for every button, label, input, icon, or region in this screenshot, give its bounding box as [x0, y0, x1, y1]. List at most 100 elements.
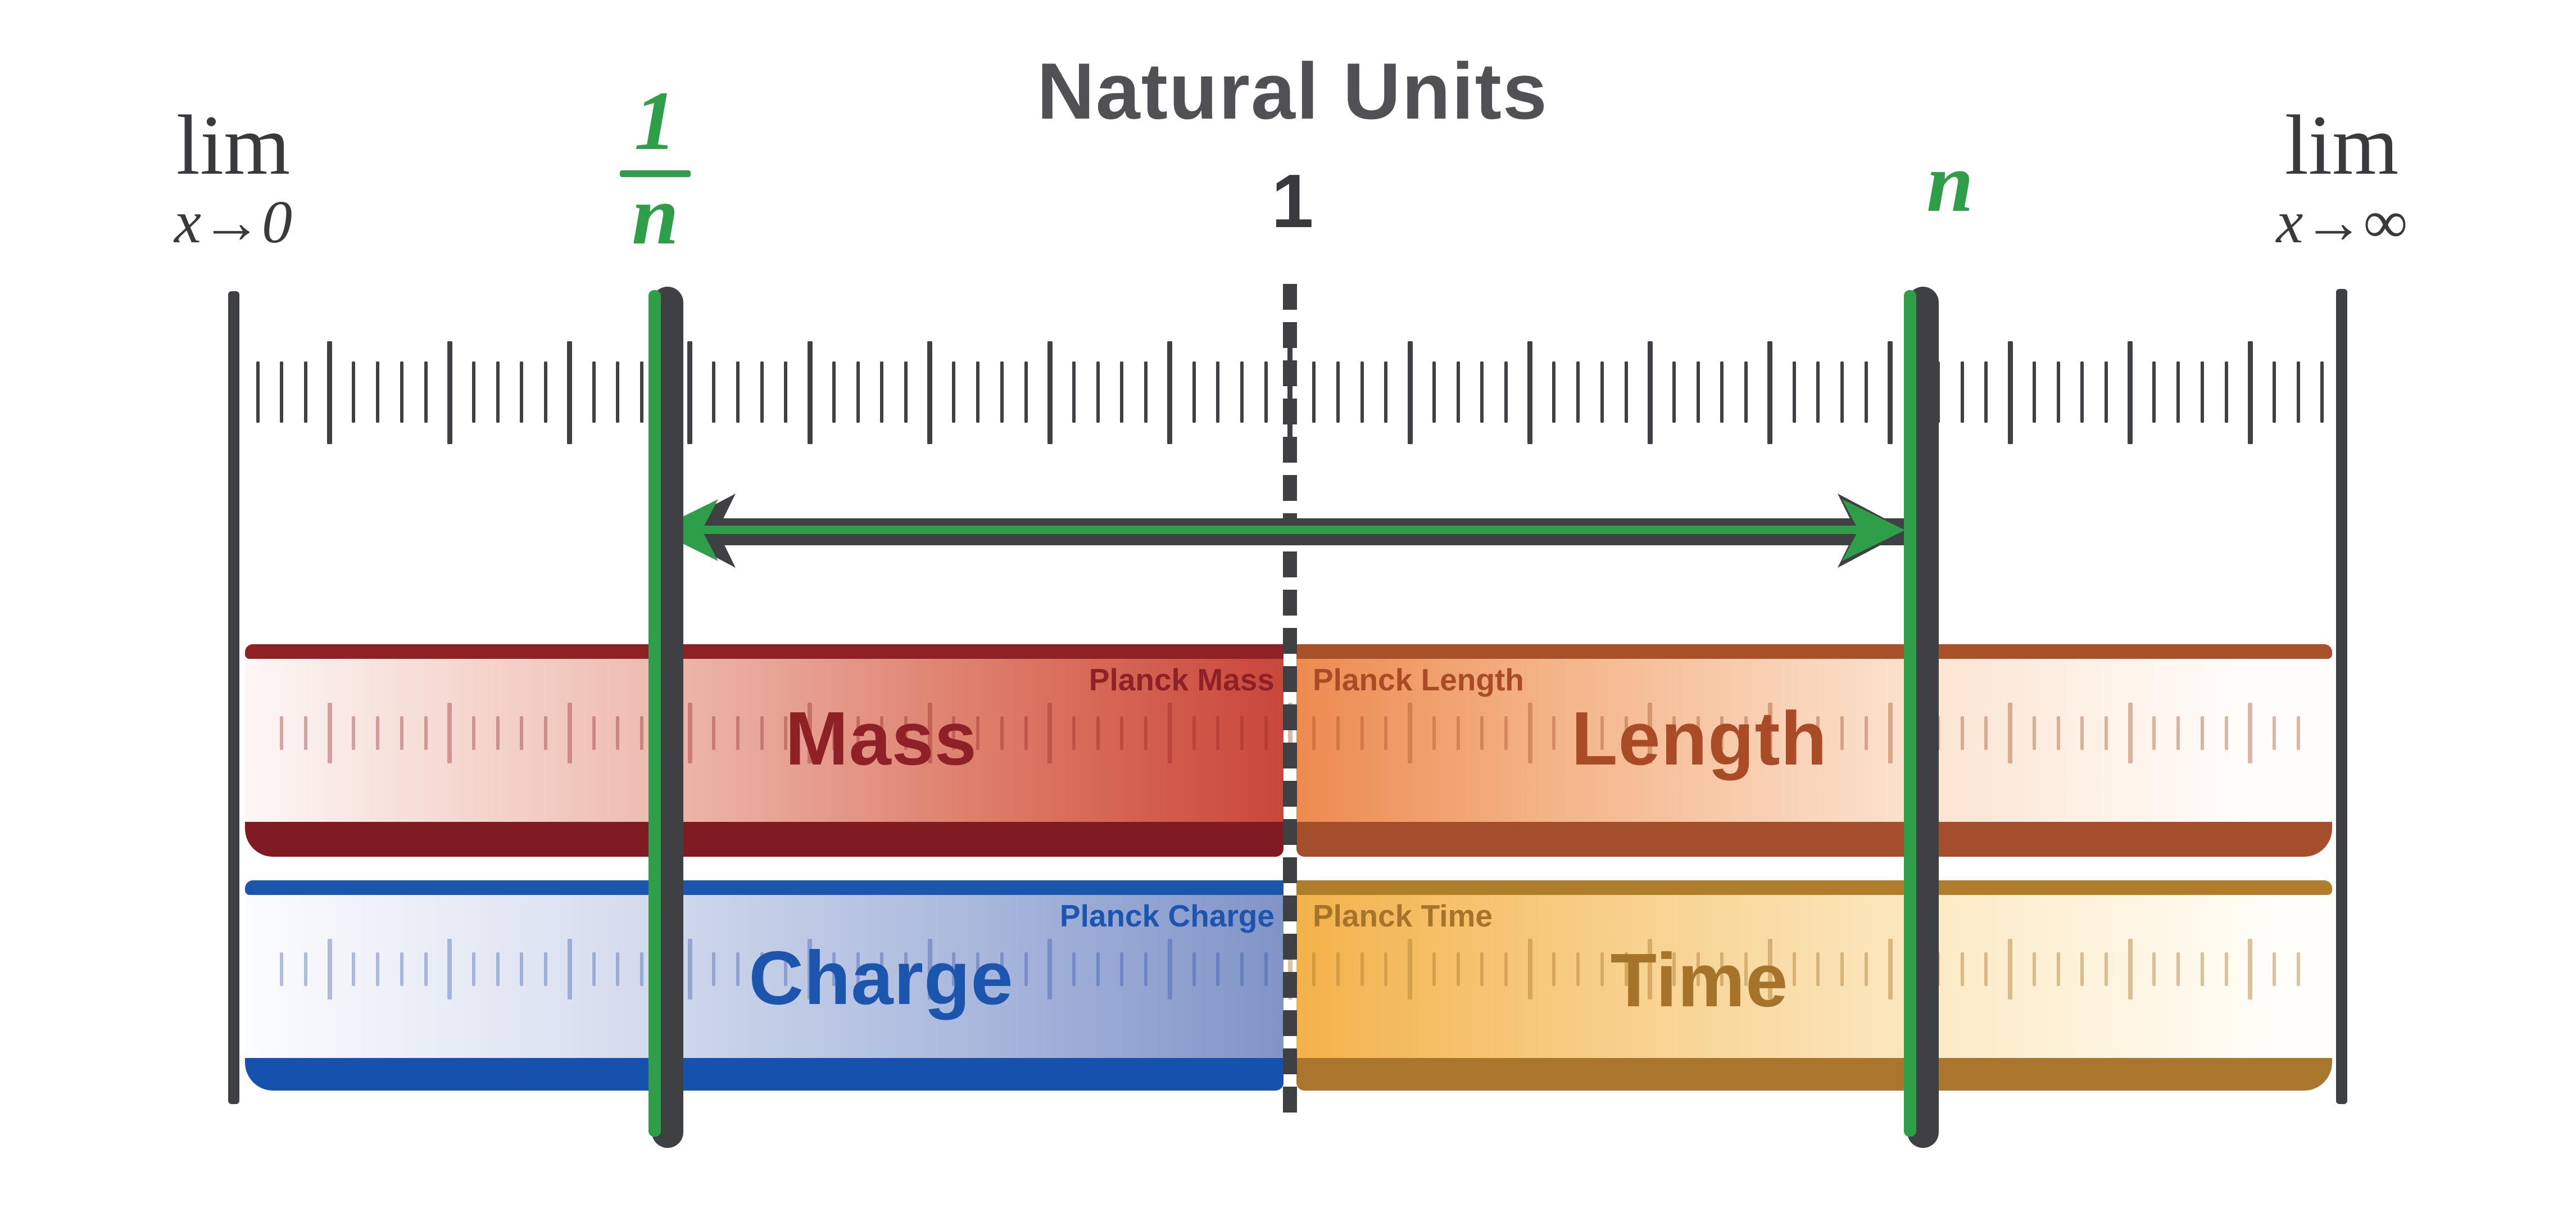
mass-label: Mass: [785, 696, 977, 781]
minor-ruler-tick: [904, 952, 908, 986]
major-ruler-tick: [687, 703, 692, 763]
minor-ruler-tick: [904, 716, 908, 750]
major-ruler-tick: [567, 939, 572, 1000]
minor-ruler-tick: [1600, 361, 1604, 423]
length-band: [1296, 659, 2332, 822]
minor-ruler-tick: [424, 952, 428, 986]
minor-ruler-tick: [1480, 716, 1484, 750]
minor-ruler-tick: [1696, 361, 1700, 423]
minor-ruler-tick: [472, 716, 476, 750]
minor-ruler-tick: [952, 361, 956, 423]
minor-ruler-tick: [760, 361, 764, 423]
minor-ruler-tick: [1384, 361, 1388, 423]
minor-ruler-tick: [1960, 952, 1964, 986]
minor-ruler-tick: [712, 361, 716, 423]
minor-ruler-tick: [2320, 361, 2324, 423]
minor-ruler-tick: [1792, 716, 1796, 750]
minor-ruler-tick: [520, 361, 524, 423]
minor-ruler-tick: [976, 952, 980, 986]
minor-ruler-tick: [2104, 952, 2108, 986]
major-ruler-tick: [1047, 703, 1053, 763]
minor-ruler-tick: [1336, 716, 1340, 750]
planck-length-label: Planck Length: [1313, 662, 1524, 697]
minor-ruler-tick: [280, 952, 284, 986]
minor-ruler-tick: [1144, 361, 1148, 423]
minor-ruler-tick: [1504, 361, 1508, 423]
minor-ruler-tick: [760, 716, 764, 750]
minor-ruler-tick: [2056, 716, 2060, 750]
minor-ruler-tick: [640, 361, 644, 423]
minor-ruler-tick: [1240, 361, 1244, 423]
minor-ruler-tick: [1864, 952, 1868, 986]
minor-ruler-tick: [856, 716, 860, 750]
minor-ruler-tick: [1744, 952, 1748, 986]
minor-ruler-tick: [2224, 716, 2228, 750]
major-ruler-tick: [807, 341, 813, 444]
minor-ruler-tick: [303, 952, 307, 986]
minor-ruler-tick: [1336, 361, 1340, 423]
minor-ruler-tick: [1672, 952, 1676, 986]
minor-ruler-tick: [400, 716, 403, 750]
minor-ruler-tick: [1984, 716, 1988, 750]
minor-ruler-tick: [2224, 952, 2228, 986]
minor-ruler-tick: [2200, 716, 2204, 750]
major-ruler-tick: [2248, 703, 2253, 763]
minor-ruler-tick: [400, 361, 403, 423]
minor-ruler-tick: [1864, 361, 1868, 423]
major-ruler-tick: [327, 341, 333, 444]
minor-ruler-tick: [736, 952, 740, 986]
major-ruler-tick: [567, 341, 573, 444]
minor-ruler-tick: [1480, 952, 1484, 986]
minor-ruler-tick: [616, 716, 620, 750]
minor-ruler-tick: [280, 716, 284, 750]
minor-ruler-tick: [1456, 952, 1460, 986]
minor-ruler-tick: [640, 716, 644, 750]
minor-ruler-tick: [1720, 716, 1724, 750]
minor-ruler-tick: [1504, 952, 1508, 986]
minor-ruler-tick: [2200, 361, 2204, 423]
major-ruler-tick: [687, 341, 692, 444]
minor-ruler-tick: [1984, 361, 1988, 423]
minor-ruler-tick: [592, 716, 596, 750]
planck-mass-label: Planck Mass: [1089, 662, 1275, 697]
minor-ruler-tick: [496, 716, 500, 750]
major-ruler-tick: [2008, 939, 2013, 1000]
minor-ruler-tick: [280, 361, 284, 423]
minor-ruler-tick: [2224, 361, 2228, 423]
minor-ruler-tick: [1096, 952, 1100, 986]
minor-ruler-tick: [2176, 952, 2180, 986]
minor-ruler-tick: [496, 361, 500, 423]
minor-ruler-tick: [1600, 952, 1604, 986]
minor-ruler-tick: [1312, 361, 1316, 423]
minor-ruler-tick: [1624, 361, 1628, 423]
mass-band-bottom-strip: [245, 822, 1284, 857]
minor-ruler-tick: [1360, 952, 1364, 986]
minor-ruler-tick: [2152, 952, 2156, 986]
minor-ruler-tick: [1864, 716, 1868, 750]
minor-ruler-tick: [2080, 952, 2084, 986]
minor-ruler-tick: [592, 361, 596, 423]
major-ruler-tick: [1648, 939, 1653, 1000]
minor-ruler-tick: [976, 716, 980, 750]
minor-ruler-tick: [1816, 361, 1820, 423]
minor-ruler-tick: [1024, 716, 1028, 750]
major-ruler-tick: [1767, 341, 1773, 444]
minor-ruler-tick: [1552, 952, 1556, 986]
major-ruler-tick: [2248, 939, 2253, 1000]
major-ruler-tick: [1648, 703, 1653, 763]
minor-ruler-tick: [1024, 952, 1028, 986]
minor-ruler-tick: [1624, 952, 1628, 986]
minor-ruler-tick: [904, 361, 908, 423]
minor-ruler-tick: [1552, 361, 1556, 423]
major-ruler-tick: [1888, 341, 1893, 444]
minor-ruler-tick: [376, 716, 380, 750]
major-ruler-tick: [1167, 341, 1173, 444]
minor-ruler-tick: [303, 716, 307, 750]
minor-ruler-tick: [1264, 361, 1268, 423]
minor-ruler-tick: [784, 952, 788, 986]
charge-band: [245, 895, 1284, 1058]
minor-ruler-tick: [1096, 361, 1100, 423]
minor-ruler-tick: [2273, 716, 2276, 750]
major-ruler-tick: [2128, 939, 2133, 1000]
